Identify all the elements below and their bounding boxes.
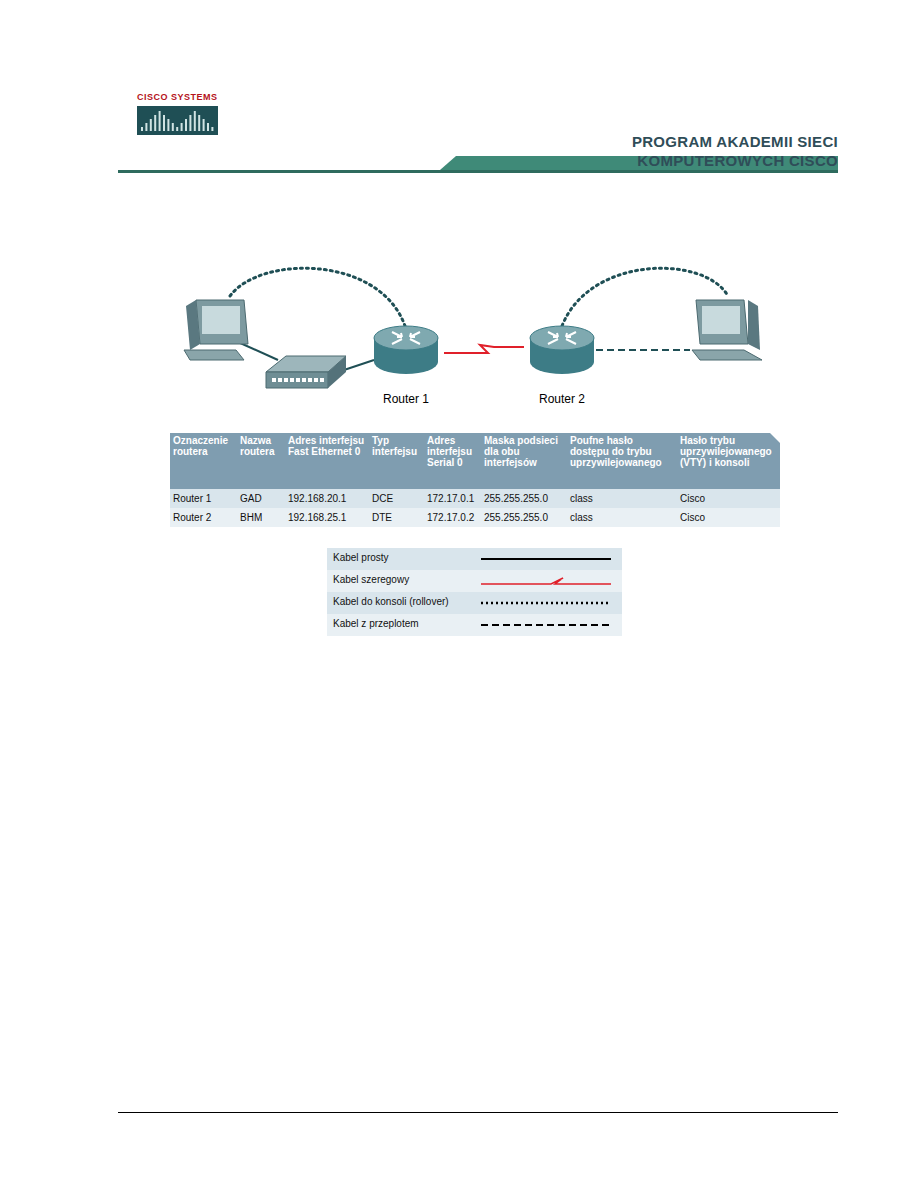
switch (266, 356, 346, 388)
router: Router 1 (368, 322, 444, 410)
table-header: Poufne hasło dostępu do trybu uprzywilej… (570, 435, 662, 468)
header-rule (118, 170, 838, 173)
table-header: Adres interfejsu Serial 0 (427, 435, 472, 468)
table-cell: 255.255.255.0 (484, 512, 548, 523)
table-header: Maska podsieci dla obu interfejsów (484, 435, 558, 468)
table-header: Hasło trybu uprzywilejowanego (VTY) i ko… (680, 435, 772, 468)
legend-text: Kabel prosty (333, 552, 389, 563)
legend-sample (477, 592, 617, 614)
pc-left (184, 300, 248, 360)
table-cell: Router 1 (173, 493, 211, 504)
router-label: Router 2 (524, 392, 600, 406)
legend-text: Kabel szeregowy (333, 574, 409, 585)
table-cell: Router 2 (173, 512, 211, 523)
router-label: Router 1 (368, 392, 444, 406)
table-cell: 192.168.20.1 (288, 493, 346, 504)
legend-text: Kabel z przeplotem (333, 618, 419, 629)
table-cell: 255.255.255.0 (484, 493, 548, 504)
table-cell: DCE (372, 493, 393, 504)
table-cell: 172.17.0.1 (427, 493, 474, 504)
router: Router 2 (524, 322, 600, 410)
legend-text: Kabel do konsoli (rollover) (333, 596, 449, 607)
pc-right (692, 300, 762, 360)
logo-bars (141, 111, 213, 131)
table-header: Adres interfejsu Fast Ethernet 0 (288, 435, 364, 457)
legend: Kabel prostyKabel szeregowyKabel do kons… (327, 548, 622, 636)
footer-rule (118, 1112, 838, 1113)
table-header: Oznaczenie routera (173, 435, 228, 457)
legend-sample (477, 570, 617, 592)
logo-text: CISCO SYSTEMS (137, 92, 918, 102)
legend-sample (477, 548, 617, 570)
table-cell: DTE (372, 512, 392, 523)
straight-cable (238, 342, 278, 360)
legend-sample (477, 614, 617, 636)
table-cell: Cisco (680, 512, 705, 523)
router-symbol (368, 322, 444, 382)
program-header: PROGRAM AKADEMII SIECI KOMPUTEROWYCH CIS… (600, 132, 838, 170)
table-header: Nazwa routera (240, 435, 274, 457)
logo-box (137, 106, 218, 135)
console-cable (230, 268, 405, 326)
table-cell: 192.168.25.1 (288, 512, 346, 523)
address-table: Oznaczenie routera Nazwa routera Adres int… (170, 433, 780, 527)
table-cell: Cisco (680, 493, 705, 504)
table-cell: 172.17.0.2 (427, 512, 474, 523)
crossover-cable (596, 349, 690, 351)
router-symbol (524, 322, 600, 382)
table-header: Typ interfejsu (372, 435, 417, 457)
serial-link (444, 345, 524, 353)
table-cell: class (570, 512, 593, 523)
table-cell: BHM (240, 512, 262, 523)
table-cell: class (570, 493, 593, 504)
table-cell: GAD (240, 493, 262, 504)
